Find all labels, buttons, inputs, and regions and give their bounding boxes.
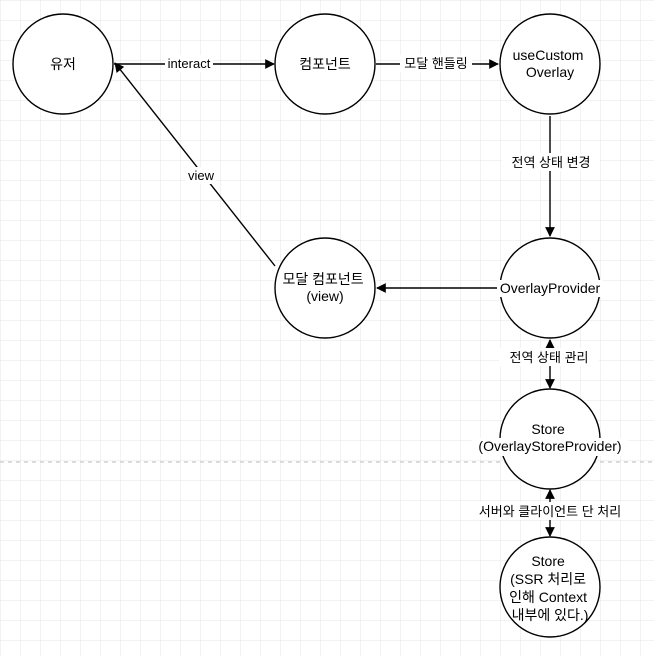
node-use-custom-overlay-line-2: Overlay (526, 64, 574, 80)
node-modal-component-label: 모달 컴포넌트 (view) (282, 271, 367, 304)
node-use-custom-overlay-line-1: useCustom (513, 47, 584, 63)
node-user-label: 유저 (50, 56, 76, 72)
node-overlay-provider-label: OverlayProvider (500, 280, 601, 296)
node-modal-component-line-2: (view) (306, 288, 343, 304)
node-modal-component-line-1: 모달 컴포넌트 (282, 271, 363, 287)
node-store-line-1: Store (531, 421, 565, 437)
edge-label-server-client: 서버와 클라이언트 단 처리 (468, 502, 632, 520)
node-user-line-1: 유저 (50, 56, 76, 72)
node-store: Store (OverlayStoreProvider) (472, 388, 628, 490)
node-user: 유저 (12, 13, 114, 115)
node-use-custom-overlay: useCustom Overlay (499, 13, 601, 115)
node-store-line-2: (OverlayStoreProvider) (478, 438, 621, 454)
edge-label-modal-handling-text: 모달 핸들링 (404, 56, 467, 71)
node-component-line-1: 컴포넌트 (299, 56, 351, 72)
edge-labels: interact 모달 핸들링 전역 상태 변경 view 전역 상태 관리 서… (165, 55, 632, 520)
edge-label-interact-text: interact (168, 56, 211, 71)
edge-label-global-state-change-text: 전역 상태 변경 (512, 155, 591, 170)
node-overlay-provider: OverlayProvider (497, 237, 603, 339)
edge-modal-to-user (114, 62, 276, 267)
node-store-ssr-line-4: 내부에 있다.) (512, 607, 589, 623)
node-use-custom-overlay-label: useCustom Overlay (513, 47, 588, 80)
node-store-ssr-line-1: Store (531, 553, 565, 569)
edge-label-view: view (185, 167, 217, 184)
node-component-label: 컴포넌트 (299, 56, 351, 72)
node-modal-component: 모달 컴포넌트 (view) (274, 237, 376, 339)
edge-label-global-state-management: 전역 상태 관리 (499, 348, 599, 366)
edge-label-server-client-text: 서버와 클라이언트 단 처리 (479, 504, 621, 519)
edge-label-global-state-management-text: 전역 상태 관리 (510, 350, 589, 365)
node-component: 컴포넌트 (274, 13, 376, 115)
nodes: 유저 컴포넌트 useCustom Overlay 모달 컴포넌트 (view) (12, 13, 628, 638)
node-store-ssr-line-3: 인해 Context (509, 589, 587, 605)
edge-label-interact: interact (165, 55, 213, 72)
edge-label-global-state-change: 전역 상태 변경 (502, 153, 600, 171)
edge-label-view-text: view (188, 168, 215, 183)
node-store-ssr-label: Store (SSR 처리로 인해 Context 내부에 있다.) (509, 553, 591, 623)
node-store-label: Store (OverlayStoreProvider) (478, 421, 621, 454)
node-store-ssr: Store (SSR 처리로 인해 Context 내부에 있다.) (499, 536, 601, 638)
node-store-ssr-line-2: (SSR 처리로 (510, 571, 586, 587)
node-overlay-provider-line-1: OverlayProvider (500, 280, 601, 296)
edge-label-modal-handling: 모달 핸들링 (400, 55, 472, 72)
